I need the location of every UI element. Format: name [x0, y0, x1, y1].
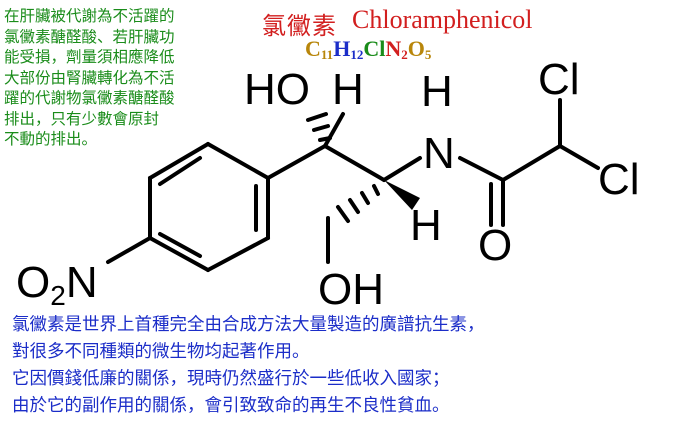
formula-subscript: 12: [350, 47, 364, 62]
nitro-bond: [106, 236, 152, 264]
hydroxyl-bottom-label: OH: [318, 265, 384, 314]
cl-right-bond: [558, 144, 600, 170]
carbonyl-o-label: O: [478, 221, 512, 270]
amide-h-label: H: [421, 67, 453, 116]
nitro-label: O2N: [16, 258, 98, 311]
c1-c2-bond: [323, 144, 386, 182]
description-line: 由於它的副作用的關係，會引致致命的再生不良性貧血。: [12, 396, 450, 416]
formula-element: N: [385, 36, 402, 61]
title-english: Chloramphenicol: [352, 5, 533, 34]
molecular-formula: C11H12ClN2O5: [305, 36, 431, 63]
formula-subscript: 2: [401, 47, 408, 62]
title-chinese: 氯黴素: [262, 12, 337, 40]
n-carbonyl-bond: [458, 156, 505, 182]
c2-n-bond: [382, 156, 422, 182]
metabolism-note-line: 不動的排出。: [4, 130, 98, 148]
metabolism-note-line: 排出，只有少數會原封: [4, 109, 160, 128]
metabolism-note-line: 能受損，劑量須相應降低: [4, 48, 175, 66]
amide-n-label: N: [423, 129, 455, 178]
wedge-h-label: H: [410, 201, 442, 250]
formula-subscript: 5: [424, 47, 432, 62]
metabolism-note: 在肝臟被代謝為不活躍的氯黴素醣醛酸、若肝臟功能受損，劑量須相應降低大部份由腎臟轉…: [4, 6, 240, 150]
carbonyl-chcl2-bond: [501, 144, 562, 182]
formula-element: H: [333, 36, 351, 61]
metabolism-note-line: 在肝臟被代謝為不活躍的: [4, 7, 175, 25]
wedge-bond-h: [384, 180, 420, 210]
description-line: 氯黴素是世界上首種完全由合成方法大量製造的廣譜抗生素，: [12, 315, 485, 335]
h-top-label: H: [332, 65, 364, 114]
formula-element: Cl: [363, 36, 386, 61]
cl-top-label: Cl: [538, 55, 580, 104]
description-line: 它因價錢低廉的關係，現時仍然盛行於一些低收入國家；: [12, 369, 450, 389]
metabolism-note-line: 氯黴素醣醛酸、若肝臟功: [4, 27, 175, 46]
formula-element: C: [305, 36, 321, 61]
metabolism-note-line: 躍的代謝物氯黴素醣醛酸: [4, 89, 175, 107]
formula-element: O: [407, 36, 425, 61]
cl-right-label: Cl: [598, 155, 640, 204]
hydroxyl-top-label: HO: [244, 65, 310, 114]
hashed-bond-oh: [306, 112, 332, 142]
benzene-ring: [148, 142, 270, 272]
formula-subscript: 11: [320, 47, 334, 62]
description-line: 對很多不同種類的微生物均起著作用。: [12, 342, 310, 362]
metabolism-note-line: 大部份由腎臟轉化為不活: [4, 68, 175, 87]
c1-h-bond: [323, 112, 345, 148]
hashed-bond-ch2: [336, 184, 380, 223]
description: 氯黴素是世界上首種完全由合成方法大量製造的廣譜抗生素， 對很多不同種類的微生物均起…: [12, 312, 692, 420]
ring-c1-bond: [266, 144, 327, 180]
